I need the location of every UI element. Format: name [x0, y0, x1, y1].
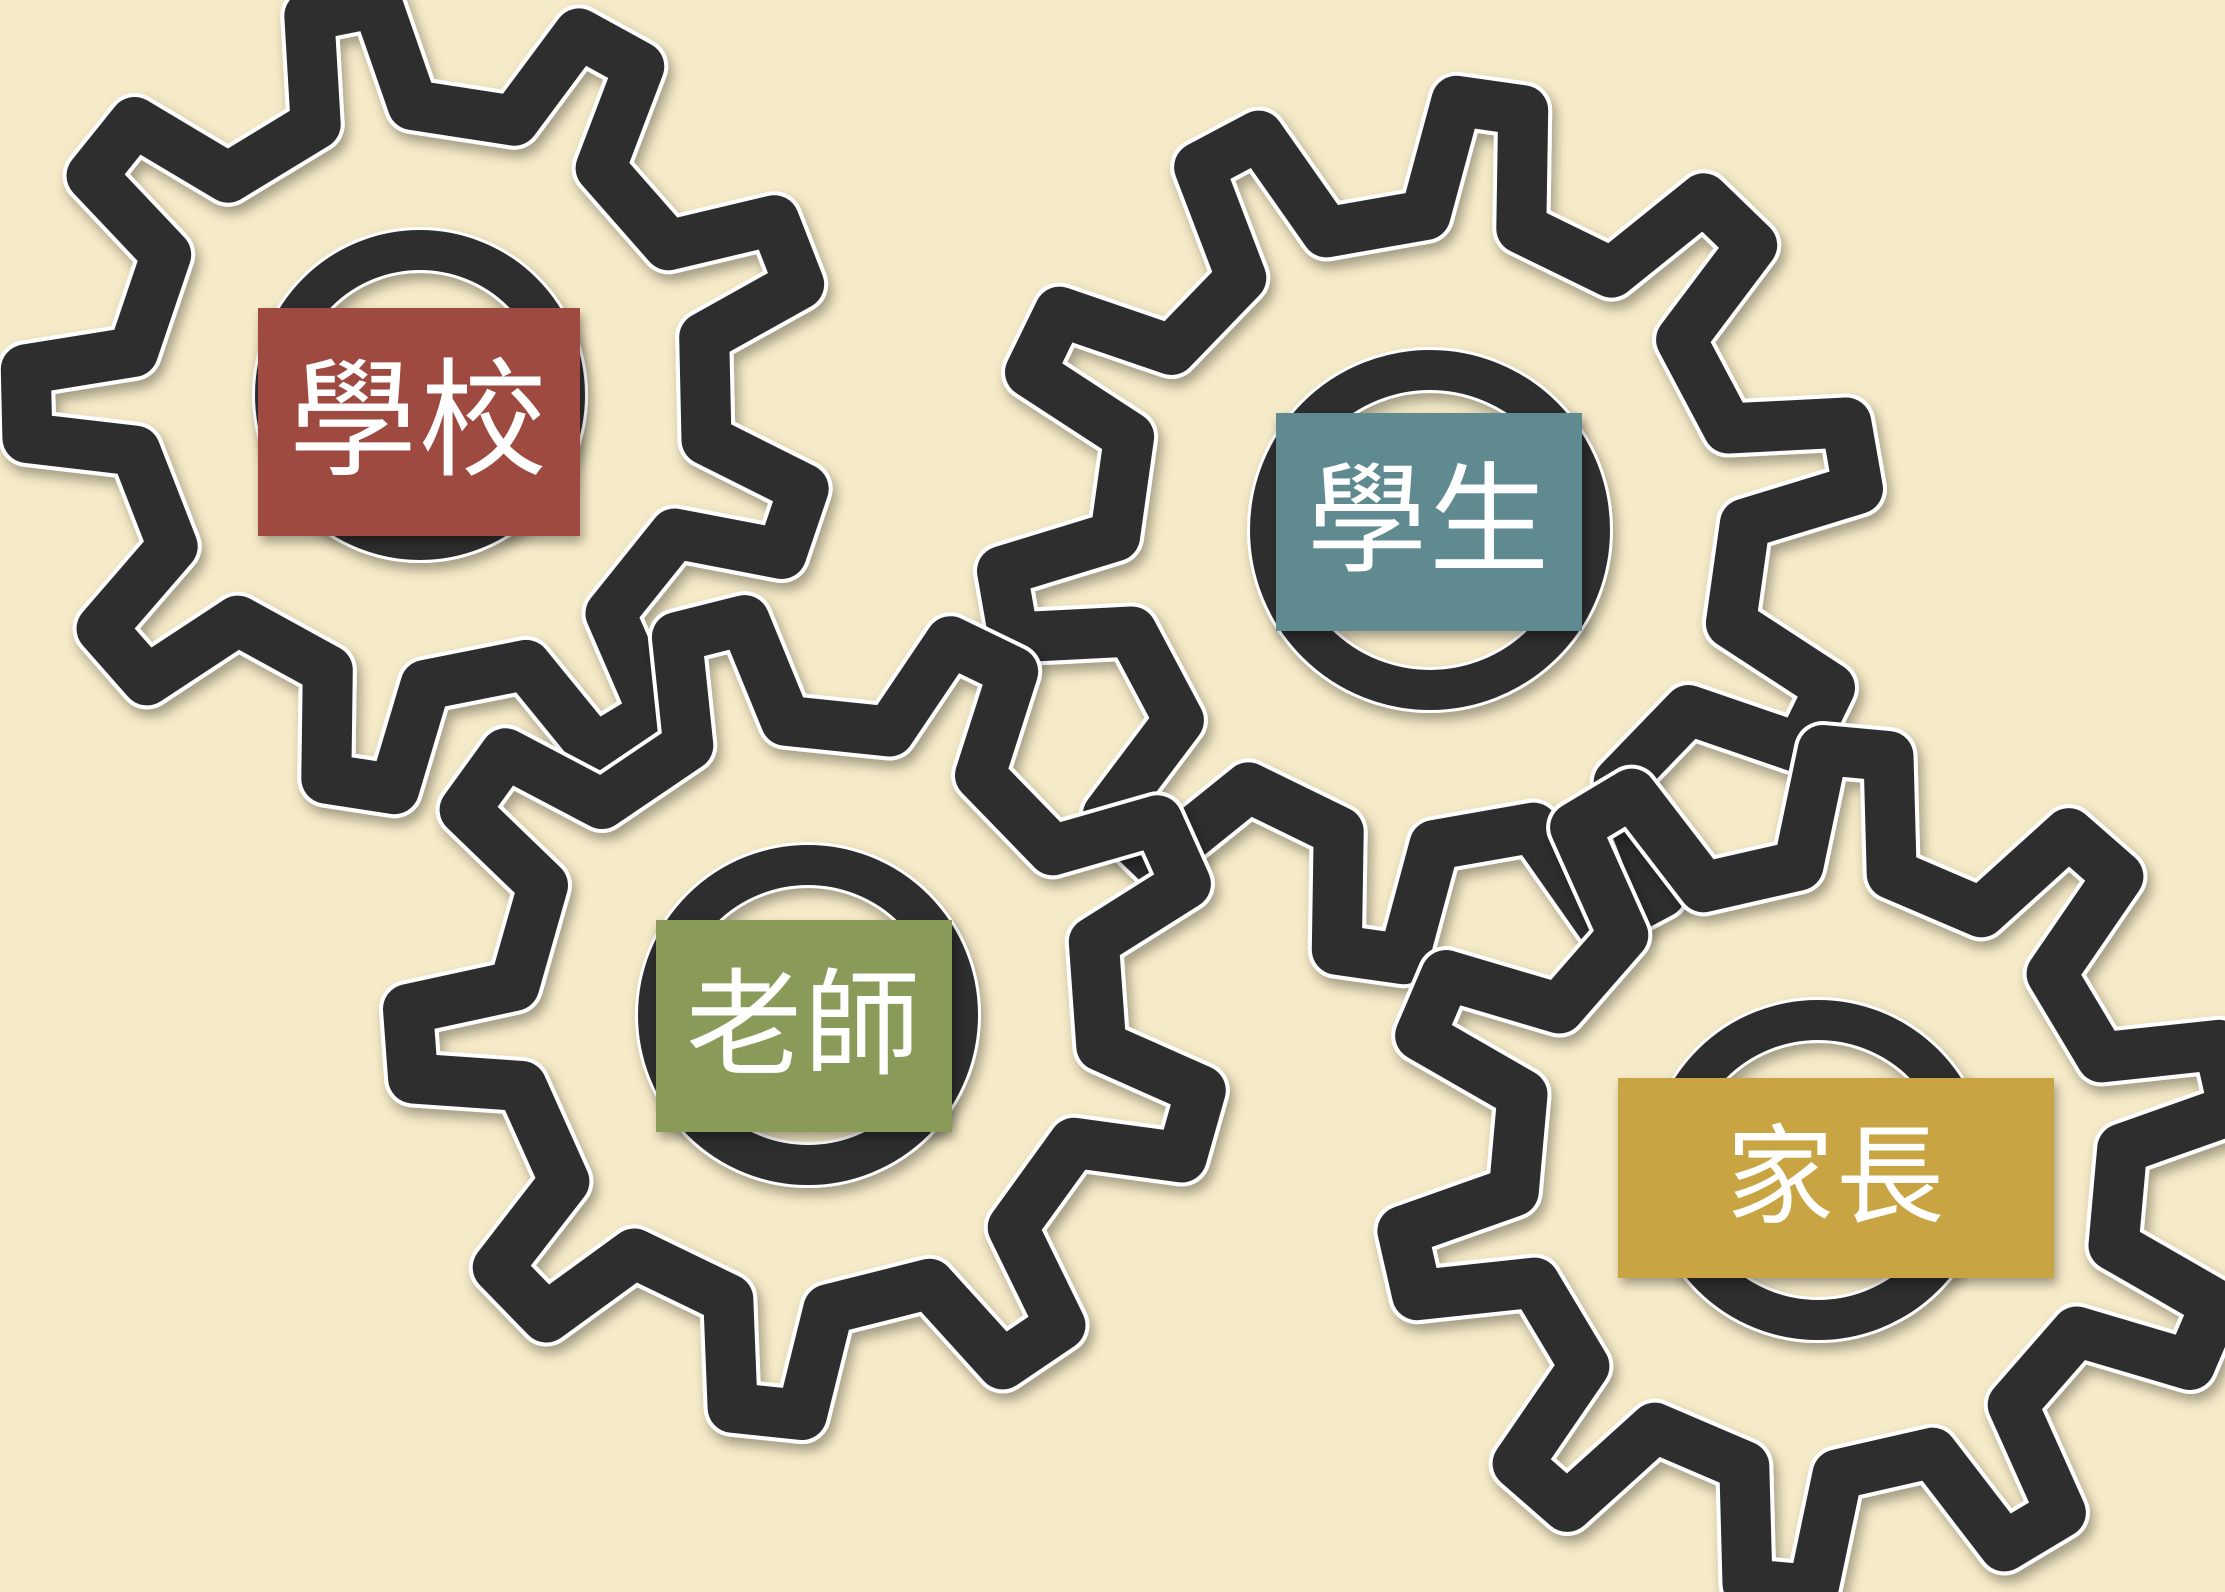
gear-student-band	[977, 75, 1883, 985]
gear-student	[973, 71, 1887, 989]
label-school-text: 學校	[288, 347, 549, 496]
label-teacher-text: 老師	[686, 958, 922, 1093]
gear-teacher-band	[383, 595, 1226, 1440]
label-parent-text: 家長	[1725, 1115, 1946, 1240]
label-student-text: 學生	[1307, 452, 1551, 591]
gear-student-hub	[1250, 350, 1610, 710]
label-parent: 家長	[1618, 1078, 2054, 1278]
label-school: 學校	[258, 308, 580, 536]
label-student: 學生	[1276, 413, 1582, 631]
label-teacher: 老師	[656, 920, 952, 1132]
gear-school-band	[0, 0, 829, 815]
gear-parent-band	[1377, 725, 2225, 1592]
